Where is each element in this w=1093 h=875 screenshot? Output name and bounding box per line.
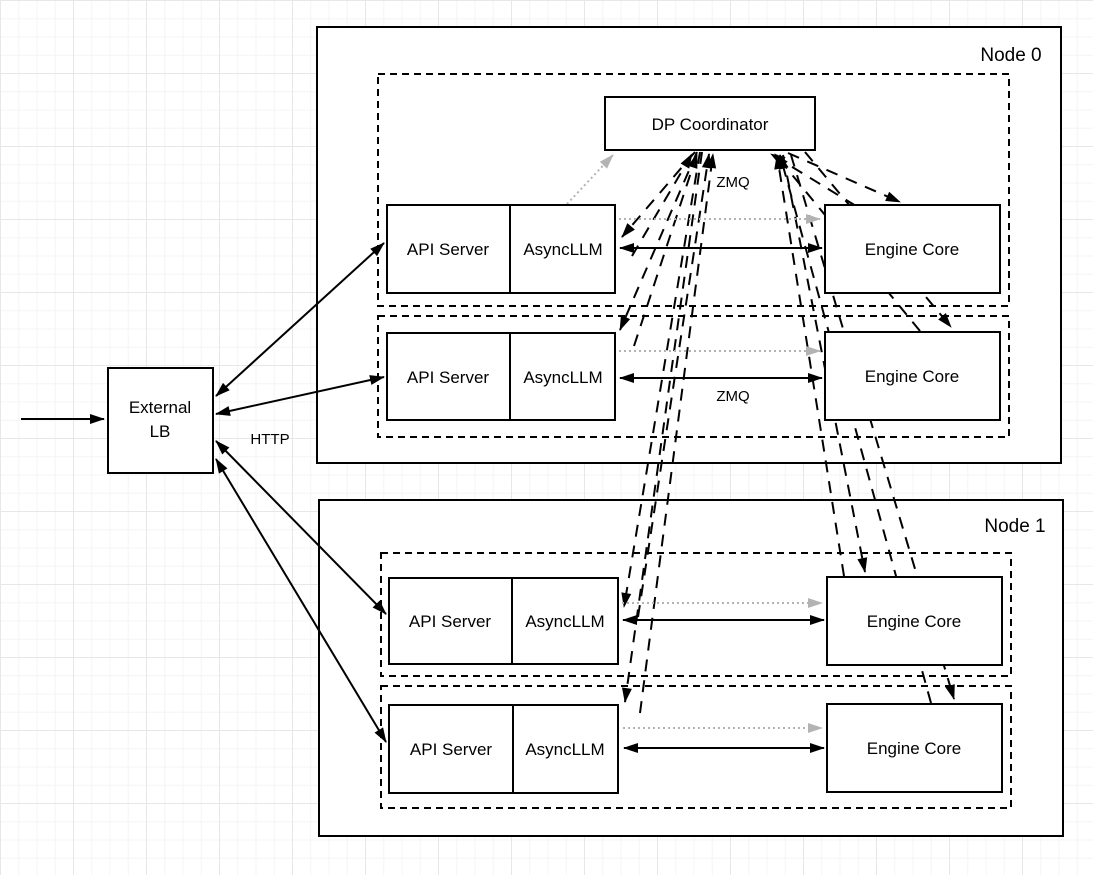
enginecore-box-n0r1: [824, 204, 1001, 294]
zmq-label-bottom: ZMQ: [716, 388, 749, 405]
edge-enginecore-n1r1-to-coordinator: [774, 154, 845, 577]
asyncllm-label-n1r2: AsyncLLM: [525, 740, 604, 759]
node1-title: Node 1: [984, 516, 1045, 537]
enginecore-box-n0r2: [824, 331, 1001, 421]
apiserver-asyncllm-box-n0r2: [386, 332, 616, 421]
enginecore-label-n0r1: Engine Core: [865, 240, 960, 259]
apiserver-asyncllm-box-n1r1: [388, 577, 619, 665]
asyncllm-label-n0r1: AsyncLLM: [523, 240, 602, 259]
node1-row2-dashed-group: [380, 685, 1012, 809]
zmq-label-top: ZMQ: [716, 174, 749, 191]
asyncllm-label-n0r2: AsyncLLM: [523, 368, 602, 387]
edge-coordinator-to-asyncllm-n1r1: [621, 151, 701, 608]
http-label: HTTP: [250, 431, 289, 448]
edge-enginecore-n0r1-to-coordinator: [770, 153, 857, 207]
edge-lb-apiserver-n1r2: [215, 458, 387, 743]
apiserver-label-n0r2: API Server: [407, 368, 490, 387]
edge-asyncllm-n0r2-to-coordinator: [633, 153, 698, 347]
edge-lb-apiserver-n0r2: [215, 375, 385, 416]
enginecore-label-n1r1: Engine Core: [867, 612, 962, 631]
enginecore-box-n1r1: [826, 576, 1003, 666]
apiserver-asyncllm-box-n0r1: [386, 204, 616, 294]
enginecore-box-n1r2: [826, 703, 1003, 793]
edge-asyncllm-n1r1-to-coordinator: [637, 153, 712, 618]
enginecore-label-n0r2: Engine Core: [865, 367, 960, 386]
external-lb-box: [107, 367, 214, 474]
edge-lb-apiserver-n0r1: [215, 242, 385, 397]
edge-coordinator-to-asyncllm-n0r2: [619, 151, 698, 331]
edge-dotted-asyncllm-to-coordinator: [566, 154, 614, 205]
apiserver-label-n1r2: API Server: [410, 740, 493, 759]
apiserver-label-n0r1: API Server: [407, 240, 490, 259]
dp-coordinator-label: DP Coordinator: [652, 115, 769, 134]
edge-coordinator-to-asyncllm-n0r1: [621, 151, 696, 238]
external-lb-label-line1: External: [129, 398, 191, 417]
asyncllm-label-n1r1: AsyncLLM: [525, 612, 604, 631]
external-lb-label-line2: LB: [150, 422, 171, 441]
apiserver-asyncllm-box-n1r2: [388, 704, 619, 794]
dp-coordinator-box: [604, 96, 816, 151]
node0-title: Node 0: [980, 45, 1041, 66]
apiserver-label-n1r1: API Server: [409, 612, 492, 631]
enginecore-label-n1r2: Engine Core: [867, 739, 962, 758]
